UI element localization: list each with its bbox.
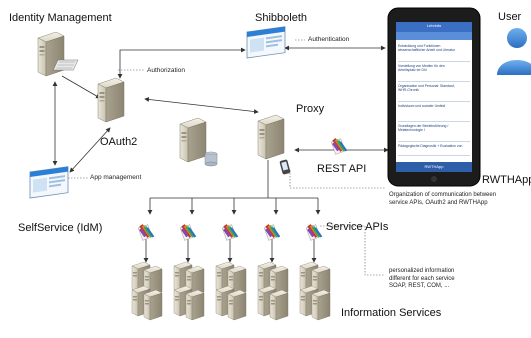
proxy-phone-icon (279, 159, 291, 175)
service-api-icon (305, 223, 323, 241)
organization-note: Organization of communication between se… (389, 192, 496, 207)
phone-footer-title: RWTHApp (424, 164, 444, 169)
server-cluster-icon (257, 261, 289, 321)
identity-management-label: Identity Management (9, 12, 112, 24)
phone-course-list: Entwicklung und Funktionen wissenschaftl… (398, 42, 470, 156)
information-services-label: Information Services (341, 307, 442, 319)
connections (52, 45, 389, 263)
identity-management-server-icon (37, 31, 79, 77)
database-icon (204, 151, 218, 167)
proxy-backup-server-icon (179, 117, 207, 163)
personalized-note: personalized information different for e… (389, 268, 455, 291)
shibboleth-label: Shibboleth (255, 12, 307, 24)
rest-api-icon (330, 137, 348, 155)
service-api-icon (137, 223, 155, 241)
rest-api-label: REST API (317, 163, 367, 175)
server-cluster-icon (131, 261, 163, 321)
service-apis-label: Service APIs (326, 221, 389, 233)
user-label: User (498, 11, 522, 23)
phone-list-item[interactable]: Vorstellung von Medien für den Arbeitspl… (398, 62, 470, 82)
service-api-icon (221, 223, 239, 241)
oauth-selfservice-link (69, 127, 111, 173)
shibboleth-browser-icon (246, 26, 286, 59)
oauth2-label: OAuth2 (100, 136, 138, 148)
information-services-servers (131, 261, 331, 321)
oauth2-server-icon (97, 77, 125, 123)
user-icon (497, 28, 531, 75)
personalized-note-line: personalized information (389, 268, 455, 274)
proxy-label: Proxy (296, 103, 325, 115)
personalized-note-line: different for each service (389, 275, 455, 282)
organization-note-line: service APIs, OAuth2 and RWTHApp (389, 199, 488, 206)
proxy-server-icon (257, 114, 285, 160)
selfservice-browser-icon (29, 166, 69, 199)
service-api-icons (137, 223, 323, 241)
app-management-label: App management (90, 174, 142, 181)
authorization-label: Authorization (147, 67, 185, 74)
authentication-label: Authentication (308, 36, 350, 43)
callout-lines (68, 39, 385, 276)
server-cluster-icon (173, 261, 205, 321)
service-api-icon (263, 223, 281, 241)
phone-list-item[interactable]: Organisation und Personal: Standard, WHR… (398, 82, 470, 102)
idm-oauth-link (61, 75, 101, 99)
service-api-icon (179, 223, 197, 241)
organization-note-line: Organization of communication between (389, 192, 497, 198)
phone-list-item[interactable]: Entwicklung und Funktionen wissenschaftl… (398, 42, 470, 62)
phone-list-item[interactable]: Individuum und sozialer Umfeld (398, 102, 470, 122)
oauth-proxy-link (144, 97, 259, 114)
rwthapp-label: RWTHApp (482, 174, 531, 186)
server-cluster-icon (299, 261, 331, 321)
selfservice-label: SelfService (IdM) (18, 222, 103, 234)
personalized-note-line: SOAP, REST, COM, ... (389, 283, 450, 289)
phone-list-item[interactable]: Grundlagen der Betriebsführung / Metatec… (398, 122, 470, 142)
server-cluster-icon (215, 261, 247, 321)
oauth-shibboleth-link (117, 47, 246, 79)
phone-list-item[interactable]: Pädagogische Diagnostik + Evaluation von (398, 142, 470, 156)
phone-header-title: Lehrinfo (426, 23, 442, 28)
